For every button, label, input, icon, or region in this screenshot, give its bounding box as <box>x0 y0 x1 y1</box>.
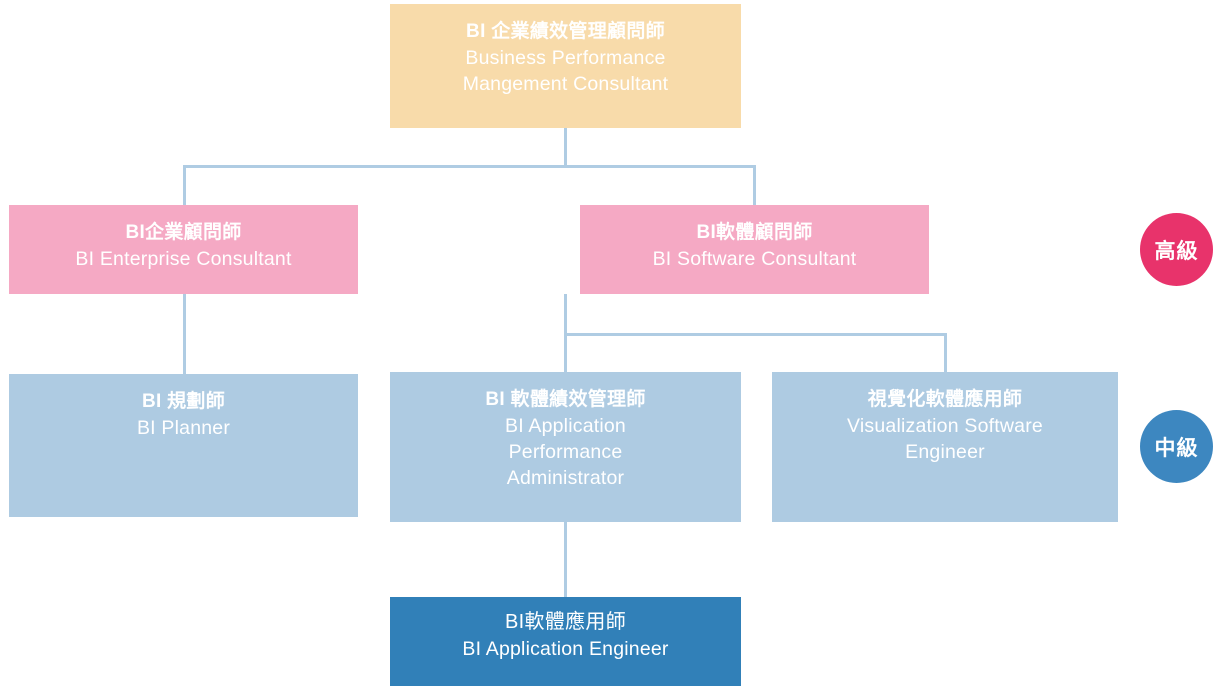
connector-tier2-bar <box>564 333 947 336</box>
level-badge-mid: 中級 <box>1140 410 1213 483</box>
node-title-zh: BI 規劃師 <box>141 391 226 412</box>
node-title-en: Visualization Software Engineer <box>847 415 1043 463</box>
connector-to-enterprise-consultant <box>183 165 186 207</box>
connector-enterprise-to-planner <box>183 294 186 374</box>
level-badge-senior-label: 高級 <box>1154 239 1199 263</box>
node-enterprise-consultant[interactable]: BI企業顧問師 BI Enterprise Consultant <box>9 205 358 294</box>
node-title-zh: BI 軟體績效管理師 <box>485 389 646 410</box>
node-title-en: BI Software Consultant <box>652 248 857 270</box>
connector-to-visualization-engineer <box>944 333 947 374</box>
node-bi-application-engineer[interactable]: BI軟體應用師 BI Application Engineer <box>390 597 741 686</box>
node-software-consultant[interactable]: BI軟體顧問師 BI Software Consultant <box>580 205 929 294</box>
node-title-zh: BI企業顧問師 <box>125 222 242 243</box>
connector-tier1-bar <box>183 165 756 168</box>
node-visualization-engineer[interactable]: 視覺化軟體應用師 Visualization Software Engineer <box>772 372 1118 522</box>
node-bpm-consultant[interactable]: BI 企業績效管理顧問師 Business Performance Mangem… <box>390 4 741 128</box>
level-badge-senior: 高級 <box>1140 213 1213 286</box>
connector-top-stem <box>564 128 567 168</box>
node-title-zh: 視覺化軟體應用師 <box>867 389 1023 410</box>
node-title-en: BI Planner <box>136 417 231 439</box>
node-title-en: BI Application Engineer <box>462 638 669 660</box>
node-bi-planner[interactable]: BI 規劃師 BI Planner <box>9 374 358 517</box>
node-title-zh: BI軟體應用師 <box>505 611 626 633</box>
node-title-zh: BI 企業績效管理顧問師 <box>466 21 665 42</box>
level-badge-mid-label: 中級 <box>1154 436 1199 460</box>
node-app-performance-admin[interactable]: BI 軟體績效管理師 BI Application Performance Ad… <box>390 372 741 522</box>
node-title-en: BI Application Performance Administrator <box>505 415 626 489</box>
connector-admin-to-app-engineer <box>564 522 567 597</box>
node-title-zh: BI軟體顧問師 <box>696 222 813 243</box>
connector-to-software-consultant <box>753 165 756 207</box>
node-title-en: Business Performance Mangement Consultan… <box>462 47 669 95</box>
node-title-en: BI Enterprise Consultant <box>75 248 292 270</box>
connector-to-app-performance-admin <box>564 333 567 374</box>
connector-software-stem <box>564 294 567 336</box>
